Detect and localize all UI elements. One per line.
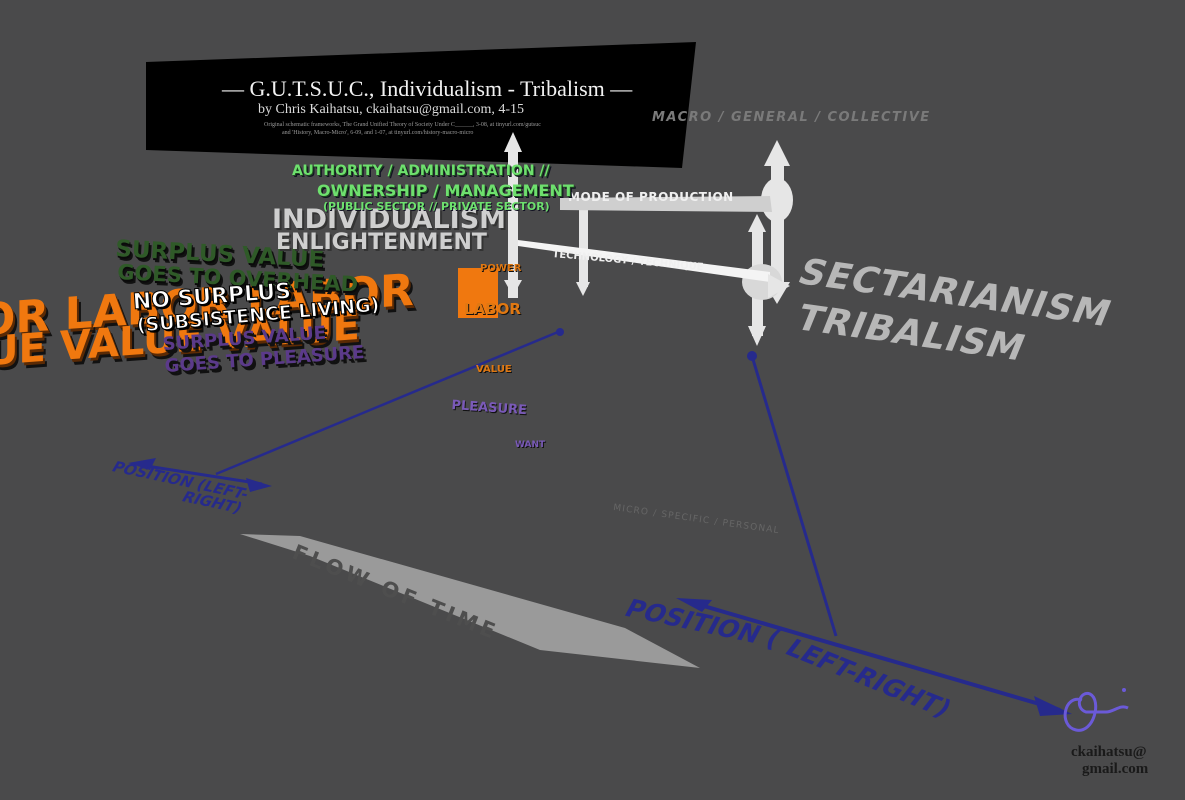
signature-email-line1: ckaihatsu@: [1071, 744, 1147, 760]
power-label: POWER: [480, 263, 522, 274]
title-original-line2: and 'History, Macro-Micro', 6-09, and 1-…: [282, 130, 474, 136]
ownership-label: OWNERSHIP / MANAGEMENT: [317, 181, 574, 200]
authority-label: AUTHORITY / ADMINISTRATION //: [292, 163, 550, 179]
position-arrow-small: [128, 328, 564, 492]
title-original-line1: Original schematic frameworks, The Grand…: [264, 122, 541, 128]
macro-label: MACRO / GENERAL / COLLECTIVE: [652, 110, 931, 125]
signature-email-line2: gmail.com: [1082, 761, 1149, 777]
mode-of-production-label: MODE OF PRODUCTION: [568, 190, 734, 204]
value-label: VALUE: [476, 364, 512, 375]
enlightenment-label: ENLIGHTENMENT: [276, 230, 487, 255]
title-panel: [146, 42, 696, 168]
individualism-label: INDIVIDUALISM: [272, 204, 507, 235]
position-arrow-large: [676, 351, 1072, 716]
labor-label: LABOR: [464, 300, 521, 318]
public-private-label: (PUBLIC SECTOR // PRIVATE SECTOR): [323, 200, 550, 213]
flow-of-time-arrow: [240, 534, 700, 668]
title-byline: by Chris Kaihatsu, ckaihatsu@gmail.com, …: [258, 102, 525, 117]
title-main: — G.U.T.S.U.C., Individualism - Tribalis…: [222, 76, 633, 101]
structure-frame: [458, 132, 793, 346]
want-label: WANT: [515, 440, 546, 450]
signature-logo: [1063, 688, 1129, 732]
